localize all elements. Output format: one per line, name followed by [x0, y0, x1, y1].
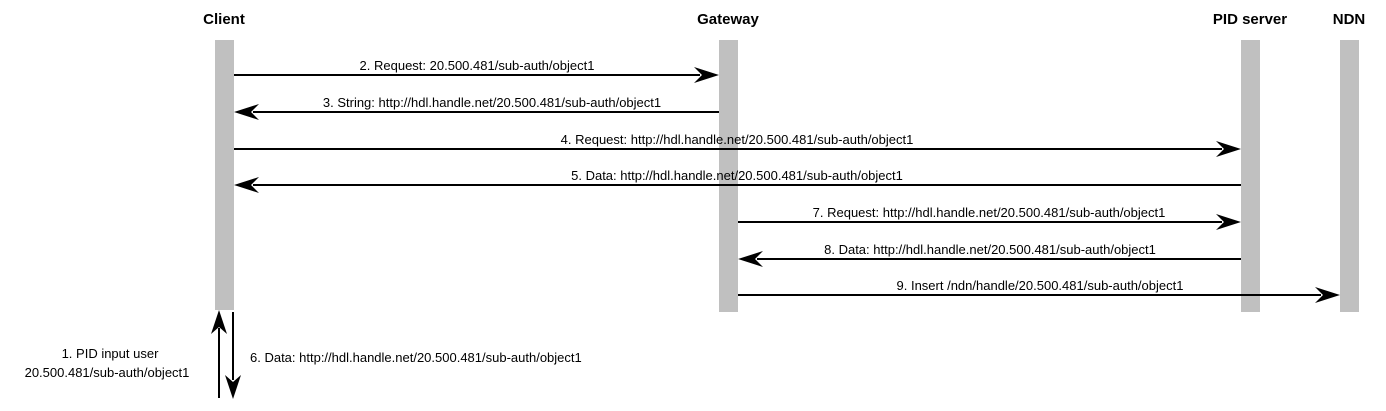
user-input-label-line1: 1. PID input user	[62, 346, 159, 361]
user-output-label: 6. Data: http://hdl.handle.net/20.500.48…	[250, 350, 582, 365]
message-4-label: 4. Request: http://hdl.handle.net/20.500…	[561, 132, 914, 147]
message-5: 5. Data: http://hdl.handle.net/20.500.48…	[234, 168, 1241, 193]
message-5-label: 5. Data: http://hdl.handle.net/20.500.48…	[571, 168, 903, 183]
message-4: 4. Request: http://hdl.handle.net/20.500…	[234, 132, 1241, 157]
actor-ndn-label: NDN	[1333, 11, 1366, 28]
lifeline-client	[215, 40, 234, 310]
message-2: 2. Request: 20.500.481/sub-auth/object1	[234, 58, 719, 83]
message-8-label: 8. Data: http://hdl.handle.net/20.500.48…	[824, 242, 1156, 257]
message-3: 3. String: http://hdl.handle.net/20.500.…	[234, 95, 719, 120]
actor-gateway-label: Gateway	[697, 11, 759, 28]
message-9-label: 9. Insert /ndn/handle/20.500.481/sub-aut…	[897, 278, 1184, 293]
message-9: 9. Insert /ndn/handle/20.500.481/sub-aut…	[738, 278, 1340, 303]
message-2-label: 2. Request: 20.500.481/sub-auth/object1	[360, 58, 595, 73]
actor-client-label: Client	[203, 11, 245, 28]
lifeline-ndn	[1340, 40, 1359, 312]
user-output-arrow	[225, 312, 241, 399]
message-3-label: 3. String: http://hdl.handle.net/20.500.…	[323, 95, 661, 110]
user-input-label-line2: 20.500.481/sub-auth/object1	[25, 365, 190, 380]
lifeline-pid-server	[1241, 40, 1260, 312]
message-8: 8. Data: http://hdl.handle.net/20.500.48…	[738, 242, 1241, 267]
message-7-label: 7. Request: http://hdl.handle.net/20.500…	[813, 205, 1166, 220]
message-7: 7. Request: http://hdl.handle.net/20.500…	[738, 205, 1241, 230]
user-input-arrow	[211, 310, 227, 398]
lifeline-gateway	[719, 40, 738, 312]
actor-pid-server-label: PID server	[1213, 11, 1287, 28]
